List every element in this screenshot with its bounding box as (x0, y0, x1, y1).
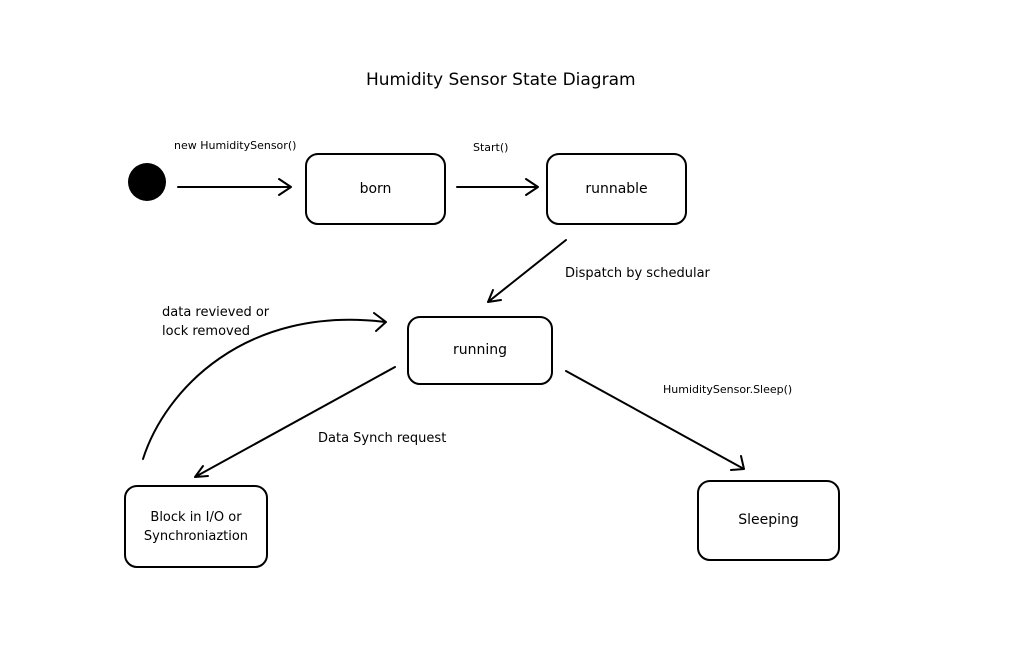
transition-label-data-received: data revieved or lock removed (162, 303, 269, 341)
transition-label-start: Start() (473, 141, 509, 154)
state-running-label: running (452, 342, 508, 358)
initial-state-dot (128, 163, 166, 201)
arrow-block-to-running (142, 312, 387, 460)
arrow-runnable-to-running (487, 239, 567, 303)
transition-label-data-received-line2: lock removed (162, 324, 250, 339)
transition-label-new-sensor: new HumiditySensor() (174, 139, 297, 152)
arrow-running-to-block (194, 366, 396, 478)
transition-label-dispatch: Dispatch by schedular (565, 266, 710, 281)
state-block-label-line2: Synchroniaztion (143, 528, 249, 544)
transition-label-data-synch: Data Synch request (318, 431, 447, 446)
state-born-label: born (359, 180, 392, 197)
arrow-born-to-runnable (456, 178, 539, 196)
state-running: running (407, 316, 553, 385)
state-sleeping: Sleeping (697, 480, 840, 561)
arrow-running-to-sleeping (565, 370, 745, 471)
state-runnable: runnable (546, 153, 687, 225)
state-block-label-line1: Block in I/O or (150, 509, 242, 525)
diagram-title: Humidity Sensor State Diagram (366, 70, 636, 90)
transition-label-sleep: HumiditySensor.Sleep() (663, 383, 793, 396)
state-block: Block in I/O or Synchroniaztion (124, 485, 268, 568)
transition-label-data-received-line1: data revieved or (162, 305, 270, 320)
state-born: born (305, 153, 446, 225)
arrow-initial-to-born (177, 178, 292, 196)
state-sleeping-label: Sleeping (738, 512, 799, 528)
state-runnable-label: runnable (585, 180, 648, 197)
